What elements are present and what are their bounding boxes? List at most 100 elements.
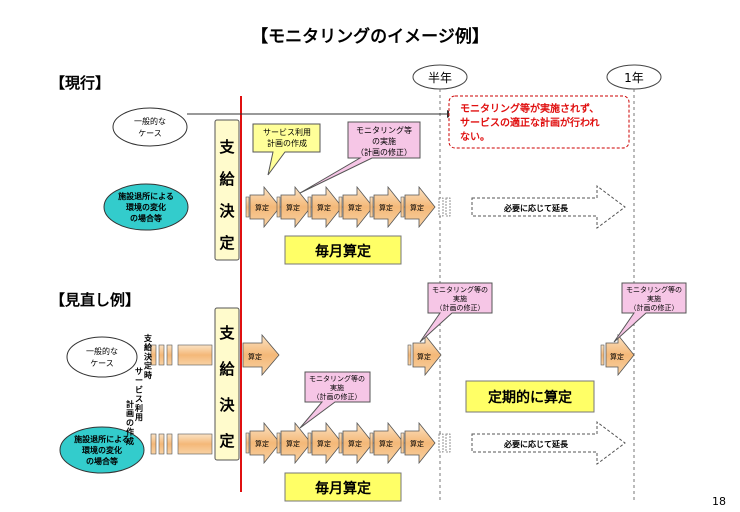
vertical-note-char: 用	[134, 413, 143, 422]
revised-lead-body-bottom	[177, 433, 213, 455]
warning-box: モニタリング等が実施されず、 サービスの適正な計画が行われ ない。	[448, 95, 630, 149]
current-monthly-santei-box: 毎月算定	[284, 235, 402, 265]
current-change-case-line3: の場合等	[130, 213, 162, 223]
revised-arrow-tick	[400, 432, 405, 454]
current-santei-arrow: 算定	[276, 185, 312, 229]
revised-lead-bars-top	[150, 344, 173, 366]
current-arrow-tick	[369, 196, 374, 218]
current-santei-label: 算定	[379, 203, 393, 212]
section-revised-heading: 【見直し例】	[50, 291, 140, 309]
revised-shikyu-char1: 支	[218, 324, 235, 342]
revised-callout-halfyear: モニタリング等の 実施 （計画の修正）	[419, 282, 493, 343]
revised-arrow-tick	[245, 432, 250, 454]
current-shikyu-char4: 定	[219, 234, 234, 252]
vertical-note-char: 画	[126, 409, 134, 418]
revised-santei-arrow: 算定	[400, 421, 436, 465]
vertical-note-char: の	[126, 418, 134, 427]
page-number: 18	[712, 495, 726, 508]
current-arrow-shape	[342, 185, 374, 229]
current-trailing-bar	[445, 197, 451, 217]
revised-santei-arrow: 算定	[338, 421, 374, 465]
current-santei-label: 算定	[255, 203, 269, 212]
revised-general-arrow-oneyear: 算定	[600, 333, 635, 377]
current-monthly-arrows: 算定算定算定算定算定算定	[245, 185, 451, 229]
revised-lead-bars-bottom	[150, 433, 173, 455]
current-arrow-shape	[373, 185, 405, 229]
revised-arrow-shape	[373, 421, 405, 465]
one-year-marker: 1年	[606, 64, 662, 90]
periodic-santei-box: 定期的に算定	[465, 380, 595, 413]
revised-santei-label: 算定	[348, 439, 362, 448]
revised-extend-label: 必要に応じて延長	[503, 439, 569, 449]
callout-halfyear-line2: 実施	[453, 294, 467, 303]
revised-lead-body-top	[177, 344, 213, 366]
revised-general-santei-halfyear: 算定	[417, 352, 431, 361]
revised-arrow-tick	[338, 432, 343, 454]
page-title: 【モニタリングのイメージ例】	[251, 26, 489, 47]
current-arrow-shape	[404, 185, 436, 229]
current-extend-arrow: 必要に応じて延長	[471, 185, 626, 229]
callout-monitoring-line1: モニタリング等	[356, 125, 412, 135]
callout-oneyear-line2: 実施	[647, 294, 661, 303]
current-santei-label: 算定	[317, 203, 331, 212]
revised-extend-arrow: 必要に応じて延長	[471, 421, 626, 465]
revised-callout-change: モニタリング等の 実施 （計画の修正）	[299, 371, 371, 429]
callout-halfyear-line3: （計画の修正）	[436, 303, 485, 312]
current-arrow-shape	[249, 185, 281, 229]
vertical-note-char: ス	[135, 395, 143, 404]
current-trailing-bar	[438, 197, 444, 217]
current-change-case-line2: 環境の変化	[126, 202, 166, 212]
callout-change-line3: （計画の修正）	[313, 392, 362, 401]
revised-arrow-shape	[280, 421, 312, 465]
revised-monthly-santei-label: 毎月算定	[315, 480, 371, 497]
revised-shikyu-char2: 給	[219, 360, 235, 378]
vertical-note-char: ビ	[135, 384, 143, 394]
current-change-case: 施設退所による 環境の変化 の場合等	[103, 183, 189, 231]
vertical-note-char: 時	[144, 370, 152, 380]
revised-change-case-line1: 施設退所による	[74, 434, 130, 444]
revised-santei-label: 算定	[379, 439, 393, 448]
warning-line2: サービスの適正な計画が行われ	[460, 116, 600, 129]
current-arrow-tick	[245, 196, 250, 218]
revised-change-case-line2: 環境の変化	[82, 445, 122, 455]
revised-santei-arrow: 算定	[307, 421, 343, 465]
callout-oneyear-line3: （計画の修正）	[630, 303, 679, 312]
current-santei-arrow: 算定	[245, 185, 281, 229]
revised-arrow-shape	[404, 421, 436, 465]
revised-arrow-shape	[311, 421, 343, 465]
revised-general-santei-oneyear: 算定	[610, 352, 624, 361]
vertical-note-char: 計	[126, 399, 134, 409]
callout-monitoring-line3: （計画の修正）	[356, 147, 412, 157]
current-santei-label: 算定	[410, 203, 424, 212]
current-shikyu-char3: 決	[219, 202, 235, 220]
current-arrow-shape	[280, 185, 312, 229]
revised-shikyu-char4: 定	[219, 432, 234, 450]
revised-monthly-arrows: 算定算定算定算定算定算定	[245, 421, 451, 465]
callout-service-plan-line1: サービス利用	[263, 127, 311, 137]
revised-trailing-bar	[438, 433, 444, 453]
revised-santei-label: 算定	[286, 439, 300, 448]
warning-line1: モニタリング等が実施されず、	[460, 102, 599, 115]
vertical-note-char: 利	[134, 403, 143, 413]
revised-trailing-bar	[445, 433, 451, 453]
revised-arrow-shape	[342, 421, 374, 465]
current-santei-arrow: 算定	[338, 185, 374, 229]
current-santei-label: 算定	[286, 203, 300, 212]
half-year-marker: 半年	[412, 64, 468, 90]
section-current-heading: 【現行】	[50, 74, 110, 92]
current-general-case-line1: 一般的な	[134, 116, 166, 126]
current-arrow-tick	[338, 196, 343, 218]
revised-change-case-line3: の場合等	[86, 456, 118, 466]
revised-arrow-tick	[307, 432, 312, 454]
revised-santei-label: 算定	[410, 439, 424, 448]
current-monthly-santei-label: 毎月算定	[315, 243, 371, 260]
current-santei-arrow: 算定	[369, 185, 405, 229]
current-shikyu-box: 支 給 決 定	[214, 119, 240, 261]
revised-general-case-line1: 一般的な	[86, 346, 118, 356]
revised-callout-oneyear: モニタリング等の 実施 （計画の修正）	[613, 282, 687, 343]
revised-santei-arrow: 算定	[276, 421, 312, 465]
revised-general-arrow-initial: 算定	[242, 333, 280, 377]
callout-change-line2: 実施	[330, 383, 344, 392]
current-shikyu-char1: 支	[218, 138, 235, 156]
